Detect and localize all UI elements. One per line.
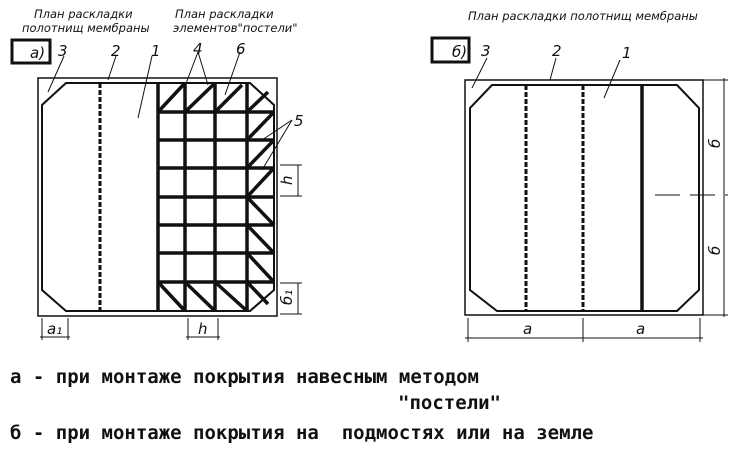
dim-h-side: h	[278, 175, 296, 185]
dim-b-top: б	[706, 139, 724, 148]
bed-grid	[156, 81, 276, 313]
callout-2-a: 2	[111, 42, 121, 60]
title-a-membrane-line1: План раскладки	[34, 7, 133, 21]
dim-a1: a₁	[47, 320, 62, 338]
dim-b-bottom: б	[706, 246, 724, 255]
callout-5-a: 5	[294, 112, 304, 130]
tag-b-label: б)	[452, 43, 467, 61]
membrane-outline-a	[41, 82, 275, 312]
diagram-b	[430, 36, 728, 342]
callout-3-a: 3	[58, 42, 68, 60]
diagram-a	[10, 38, 302, 340]
dim-a-left: a	[523, 320, 532, 338]
dim-b1: б₁	[278, 290, 296, 305]
callout-1-b: 1	[622, 44, 632, 62]
title-a-bed-line1: План раскладки	[175, 7, 274, 21]
title-b: План раскладки полотнищ мембраны	[468, 9, 698, 23]
tag-a-label: а)	[30, 44, 45, 62]
caption-b: б - при монтаже покрытия на подмостях ил…	[10, 422, 594, 444]
roof-outline-a	[37, 77, 278, 317]
callout-3-b: 3	[481, 42, 491, 60]
tag-box-a	[10, 38, 52, 65]
caption-a-line1: а - при монтаже покрытия навесным методо…	[10, 366, 479, 388]
dim-a-right: a	[636, 320, 645, 338]
dim-h-bottom: h	[198, 320, 208, 338]
leader-lines-a	[47, 51, 293, 171]
dimension-lines-b	[465, 78, 728, 342]
leader-lines-b	[471, 57, 621, 99]
callout-2-b: 2	[552, 42, 562, 60]
roof-outline-b	[464, 79, 704, 316]
callout-6-a: 6	[236, 40, 246, 58]
dimension-lines-a	[40, 164, 302, 340]
caption-a-line2: "постели"	[398, 392, 501, 414]
callout-4-a: 4	[193, 40, 203, 58]
tag-box-b	[430, 36, 471, 64]
title-a-membrane-line2: полотнищ мембраны	[22, 21, 150, 35]
callout-1-a: 1	[151, 42, 161, 60]
membrane-outline-b	[469, 84, 700, 312]
title-a-bed-line2: элементов"постели"	[173, 21, 298, 35]
